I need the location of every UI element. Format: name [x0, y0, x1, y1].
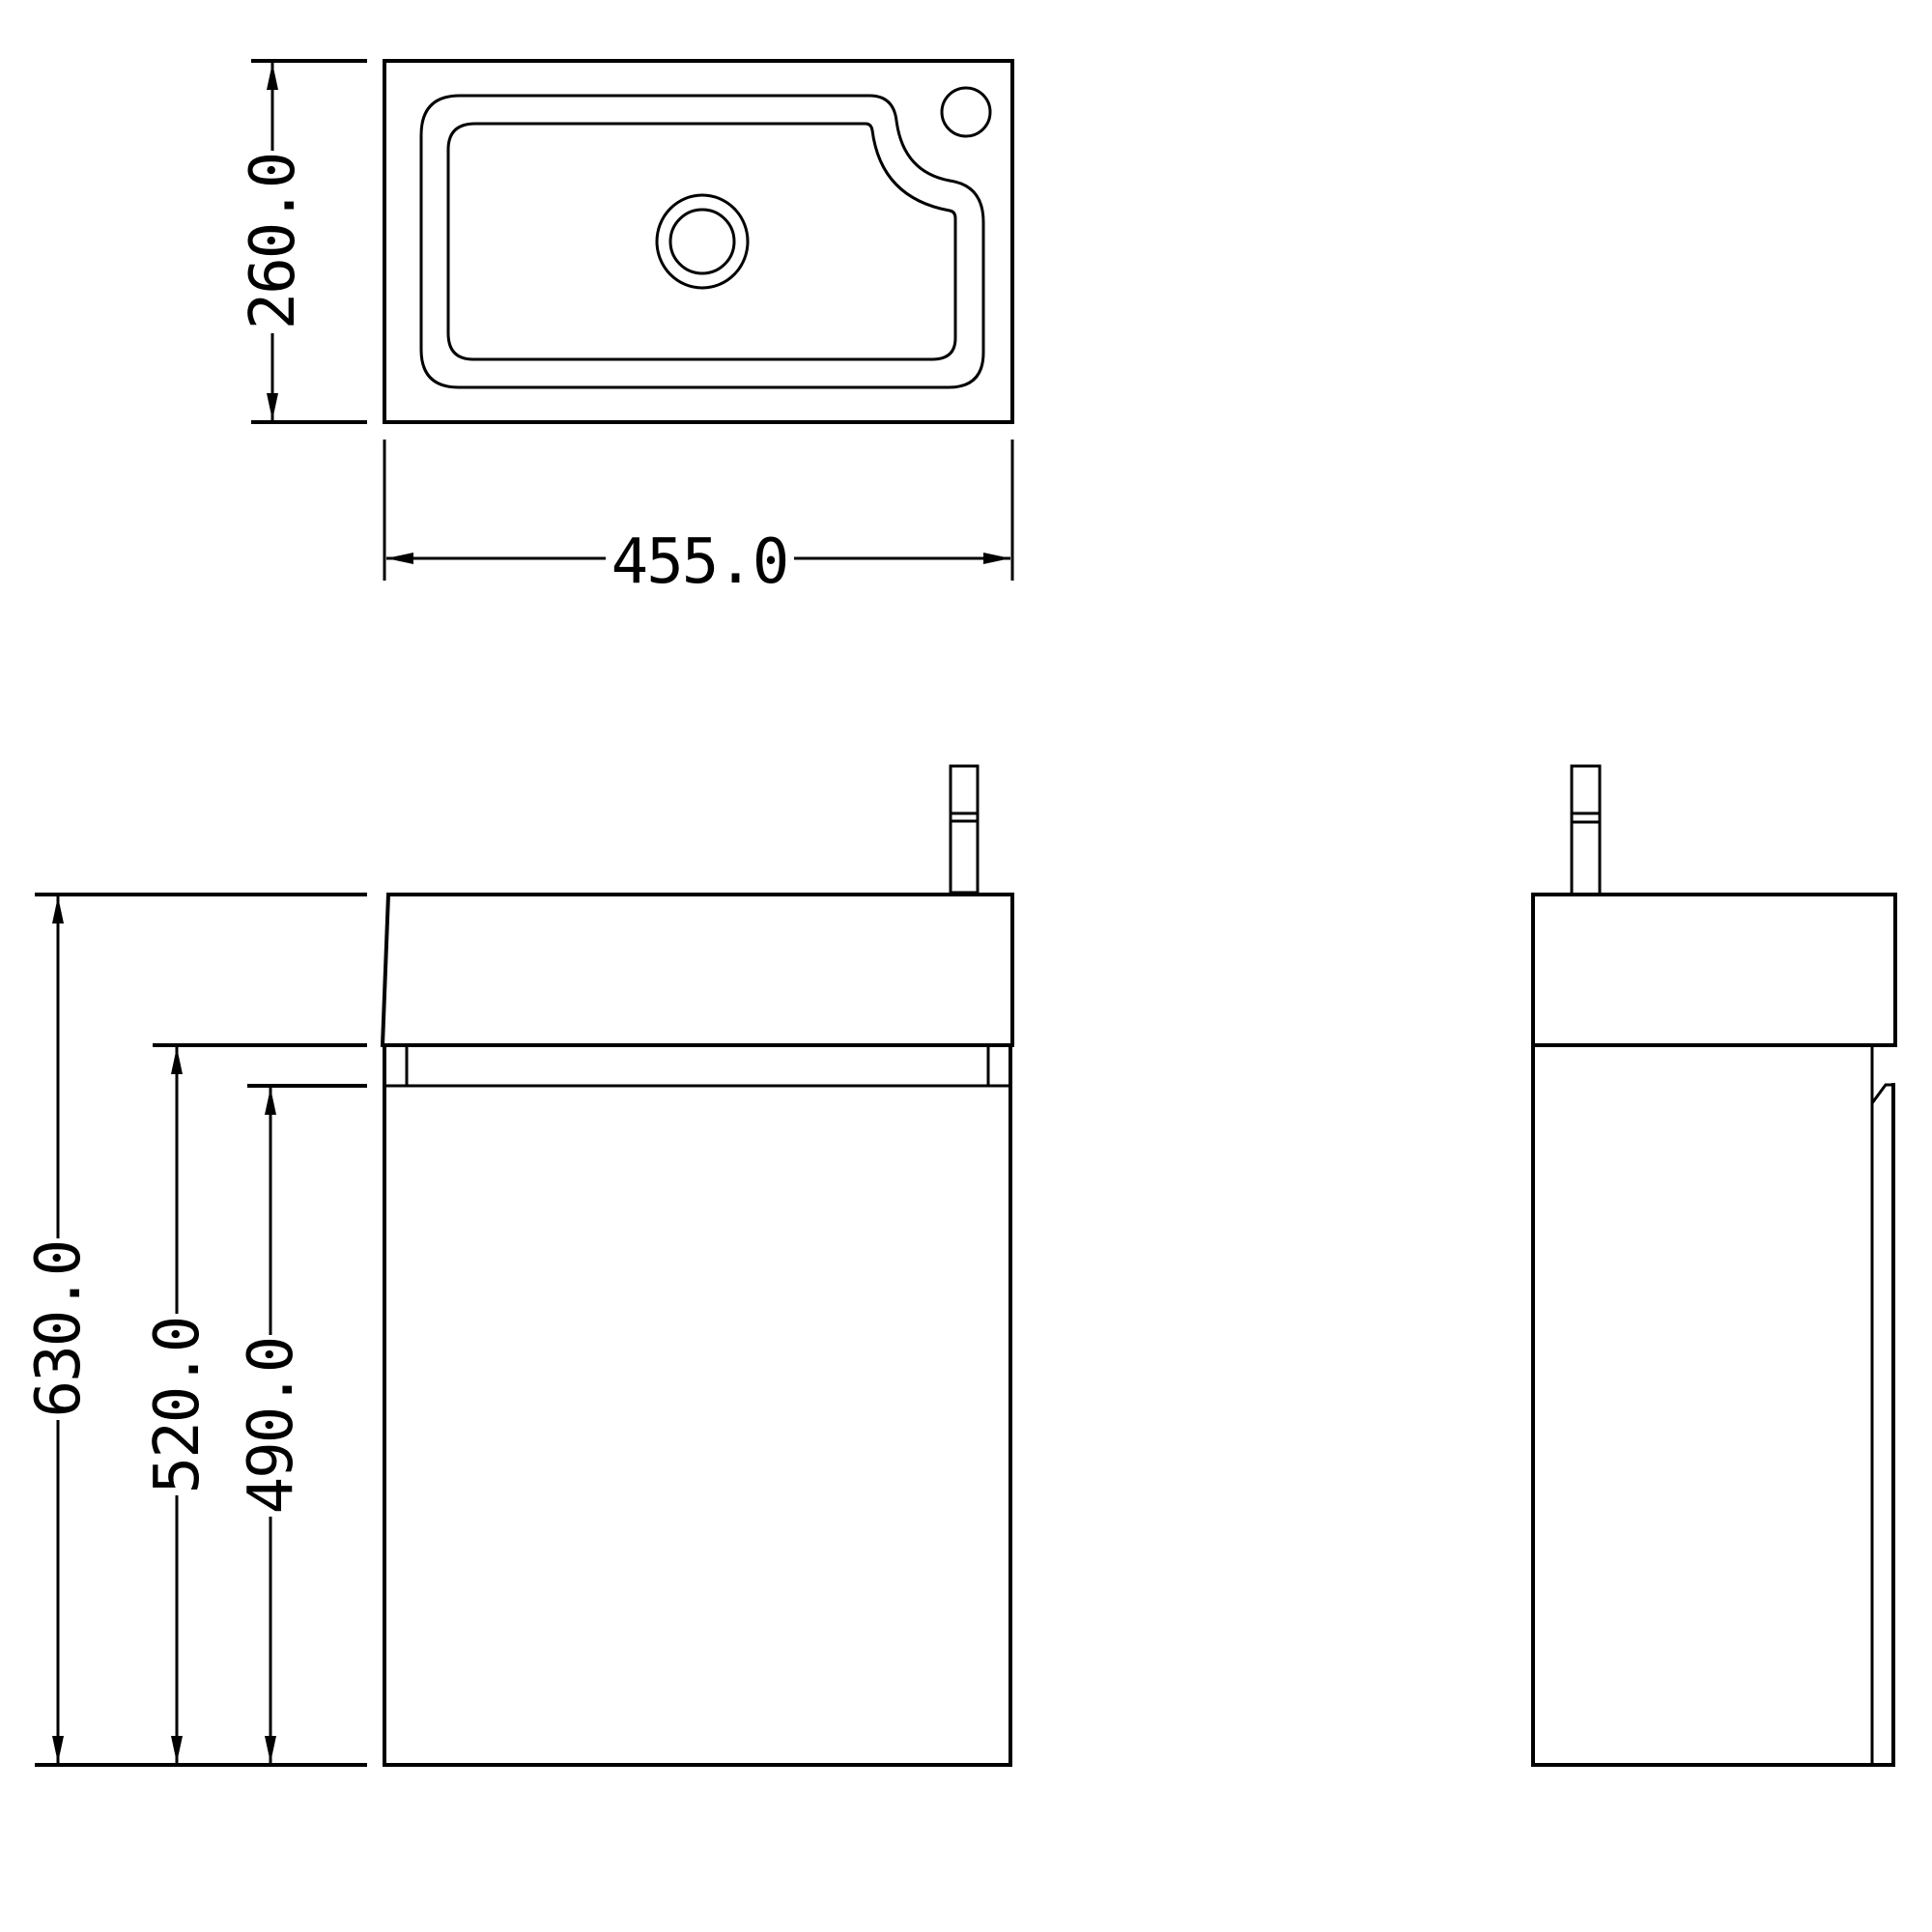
arrow-up-icon [265, 1088, 276, 1115]
cabinet-door-front [383, 1043, 1012, 1767]
dimension-label-width: 455.0 [611, 526, 788, 598]
cabinet-body-side [1531, 1043, 1895, 1767]
dimension-label-cabinet-height: 520.0 [142, 1318, 213, 1494]
arrow-up-icon [267, 63, 278, 90]
door-panel-side [1870, 1045, 1893, 1765]
dimension-cabinet-height: 520.0 [142, 1047, 213, 1763]
drain-inner-ring [668, 208, 736, 275]
arrow-down-icon [171, 1736, 183, 1763]
basin-side [1531, 893, 1897, 1047]
bowl-inner-outline [446, 122, 957, 361]
dimension-label-depth: 260.0 [238, 154, 309, 330]
front-view: 630.0 520.0 490.0 [23, 764, 1014, 1767]
arrow-up-icon [171, 1047, 183, 1074]
dimension-total-height: 630.0 [23, 896, 95, 1763]
arrow-left-icon [386, 553, 413, 564]
dimension-depth: 260.0 [238, 59, 367, 424]
dimension-label-total-height: 630.0 [23, 1241, 95, 1418]
faucet-side [1570, 764, 1602, 896]
dimension-door-height: 490.0 [236, 1088, 307, 1763]
arrow-right-icon [983, 553, 1010, 564]
basin-top-outline [383, 59, 1014, 424]
arrow-down-icon [265, 1736, 276, 1763]
dimension-label-door-height: 490.0 [236, 1338, 307, 1515]
tap-hole [940, 86, 992, 138]
basin-front [380, 893, 1014, 1047]
arrow-up-icon [52, 896, 64, 923]
recess-strip [384, 1045, 1010, 1088]
side-view [1531, 764, 1897, 1767]
arrow-down-icon [267, 393, 278, 420]
dimension-width: 455.0 [383, 440, 1014, 598]
top-view: 260.0 455.0 [238, 59, 1014, 598]
drain-outer-ring [655, 193, 750, 290]
arrow-down-icon [52, 1736, 64, 1763]
faucet-front [949, 764, 980, 895]
bowl-outer-outline [419, 94, 985, 389]
